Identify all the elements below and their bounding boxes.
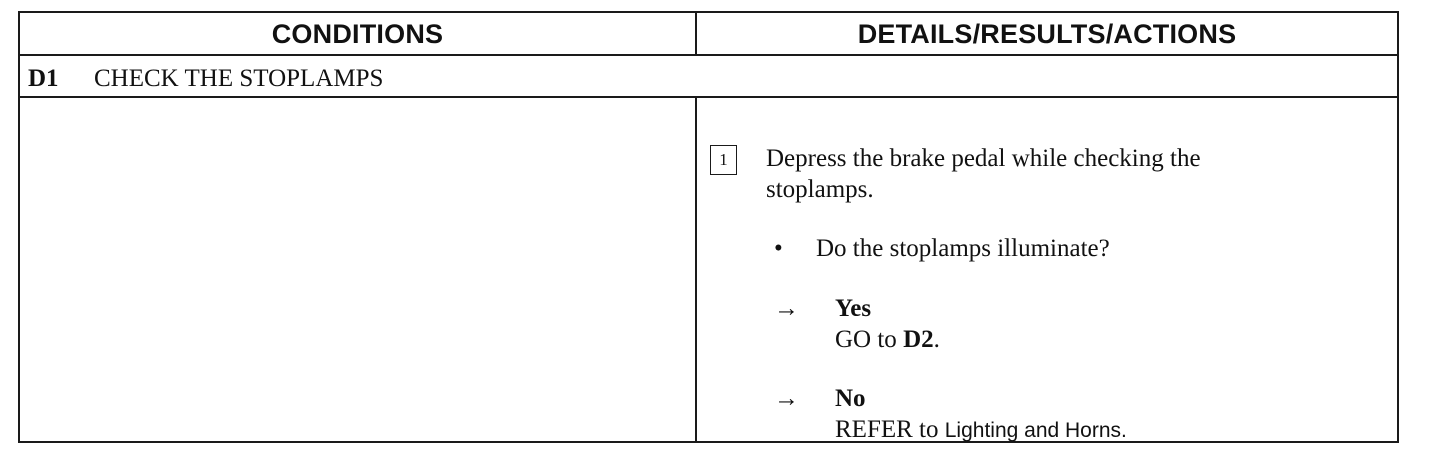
- body-column-divider: [695, 96, 697, 441]
- question-bullet: •: [774, 235, 783, 262]
- instruction-line-1: Depress the brake pedal while checking t…: [766, 145, 1201, 172]
- conditions-header: CONDITIONS: [271, 19, 444, 49]
- step-id: D1: [28, 65, 59, 92]
- no-arrow: →: [774, 385, 799, 412]
- no-branch: No REFER to Lighting and Horns.: [835, 383, 1127, 446]
- instruction-text: Depress the brake pedal while checking t…: [766, 143, 1201, 205]
- yes-action: GO to D2.: [835, 324, 940, 355]
- yes-action-target: D2: [903, 326, 934, 353]
- yes-action-suffix: .: [933, 326, 940, 353]
- header-column-divider: [695, 13, 697, 54]
- step-row-divider: [20, 96, 1397, 98]
- yes-action-prefix: GO to: [835, 326, 904, 353]
- step-number-box: 1: [710, 145, 737, 175]
- header-divider: [20, 54, 1397, 56]
- diagnostic-table: CONDITIONS DETAILS/RESULTS/ACTIONS D1 CH…: [18, 11, 1399, 443]
- yes-branch: Yes GO to D2.: [835, 293, 940, 355]
- details-header: DETAILS/RESULTS/ACTIONS: [857, 19, 1237, 49]
- step-title: CHECK THE STOPLAMPS: [94, 65, 384, 92]
- no-action-prefix: REFER to: [835, 416, 945, 443]
- question-text: Do the stoplamps illuminate?: [816, 235, 1110, 262]
- yes-arrow: →: [774, 295, 799, 322]
- no-action: REFER to Lighting and Horns.: [835, 414, 1127, 446]
- step-title-row: D1 CHECK THE STOPLAMPS: [28, 63, 383, 95]
- no-action-reference: Lighting and Horns.: [944, 419, 1127, 442]
- instruction-line-2: stoplamps.: [766, 176, 874, 203]
- yes-label: Yes: [835, 295, 872, 322]
- no-label: No: [835, 385, 866, 412]
